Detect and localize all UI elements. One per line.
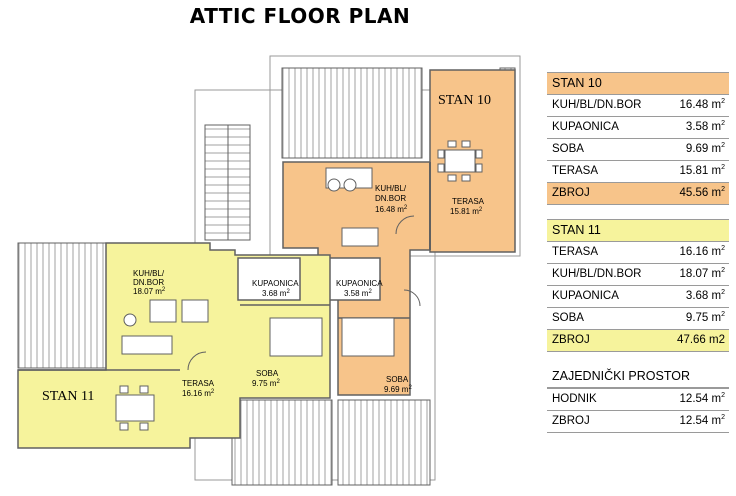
- label-kuh10-area: 16.48 m2: [375, 205, 408, 214]
- stan10-header: STAN 10: [547, 72, 729, 95]
- label-kuh11-area: 18.07 m2: [133, 287, 166, 296]
- kitchen-stan10: [325, 167, 379, 247]
- label-kuh11-b: DN.BOR: [133, 278, 164, 287]
- shared-header: ZAJEDNIČKI PROSTOR: [547, 366, 729, 388]
- roof-area-bottom-left: [231, 399, 333, 486]
- label-kup10: KUPAONICA: [336, 279, 383, 288]
- label-soba11: SOBA: [256, 369, 279, 378]
- furniture-stan11: [115, 299, 209, 431]
- label-soba11-area: 9.75 m2: [252, 379, 280, 388]
- bathroom-stan11: [237, 257, 301, 301]
- roof-area-bottom-right: [337, 399, 431, 486]
- dining-set-stan10: [437, 140, 483, 182]
- label-kuh10-a: KUH/BL/: [375, 184, 407, 193]
- label-kup11: KUPAONICA: [252, 279, 299, 288]
- label-soba10: SOBA: [386, 375, 409, 384]
- label-soba10-area: 9.69 m2: [384, 385, 412, 394]
- page-title: ATTIC FLOOR PLAN: [189, 4, 411, 28]
- label-terasa10: TERASA: [452, 197, 485, 206]
- beds: [269, 317, 395, 357]
- label-terasa10-area: 15.81 m2: [450, 207, 483, 216]
- label-kup10-area: 3.58 m2: [344, 289, 372, 298]
- label-kuh11-a: KUH/BL/: [133, 269, 165, 278]
- label-kuh10-b: DN.BOR: [375, 194, 406, 203]
- roof-area-top: [281, 67, 423, 159]
- roof-area-left: [17, 242, 107, 369]
- label-stan11: STAN 11: [42, 389, 94, 404]
- label-stan10: STAN 10: [438, 93, 491, 108]
- label-terasa11: TERASA: [182, 379, 215, 388]
- stan11-header: STAN 11: [547, 219, 729, 242]
- label-kup11-area: 3.68 m2: [262, 289, 290, 298]
- floor-plan-drawing: STAN 10 STAN 11 KUH/BL/ DN.BOR 16.48 m2 …: [17, 55, 521, 486]
- label-terasa11-area: 16.16 m2: [182, 389, 215, 398]
